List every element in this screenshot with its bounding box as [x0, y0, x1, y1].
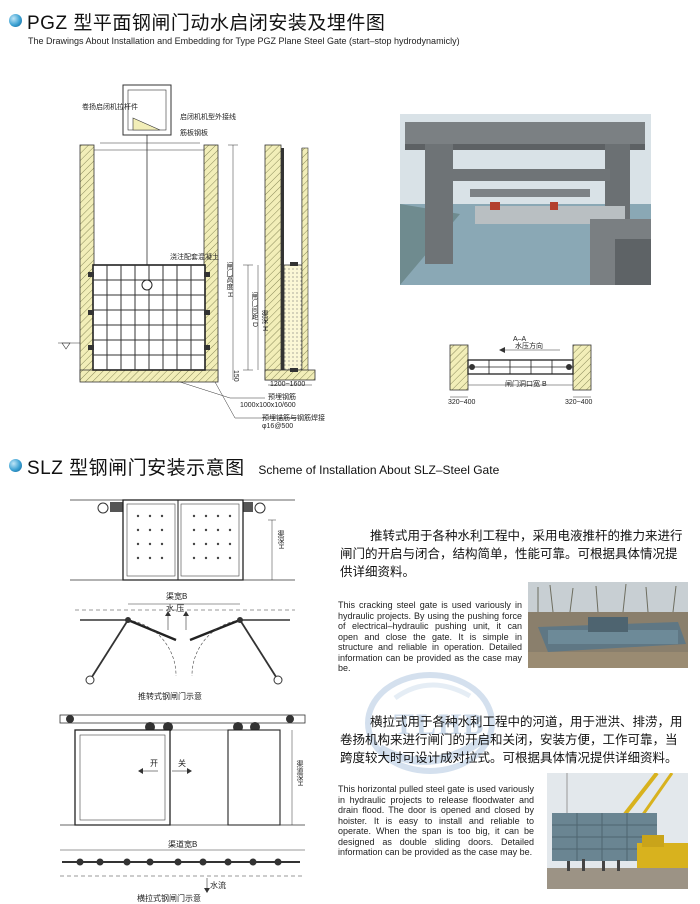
label-channel-depth: 渠深 H — [261, 310, 268, 331]
sluice-gate-photo — [400, 114, 651, 285]
horizontal-desc-cn: 横拉式用于各种水利工程中的河道，用于泄洪、排涝，用卷扬机构来进行闸门的开启和关闭… — [340, 715, 683, 765]
label-anchor-spec: 1000x100x10/600 — [240, 402, 296, 409]
section-bullet-icon-2 — [9, 459, 22, 472]
horizontal-gate-crane-photo — [547, 773, 688, 889]
label-steel-plate: 筋板钢板 — [180, 130, 208, 137]
label-water-flow: 水流 — [210, 881, 226, 890]
push-turn-gate-photo — [528, 582, 688, 668]
label-dim-left: 320~400 — [448, 399, 476, 406]
label-depth-h: 渠深H — [277, 530, 284, 550]
label-gate-height: 闸门高度 H — [226, 262, 233, 297]
caption-push-turn-gate: 推转式钢闸门示意 — [138, 692, 202, 701]
push-turn-desc-en: This cracking steel gate is used various… — [338, 600, 522, 673]
tlhb-logo-watermark — [365, 672, 495, 774]
horizontal-desc-en: This horizontal pulled steel gate is use… — [338, 784, 534, 857]
slz-title-en: Scheme of Installation About SLZ–Steel G… — [258, 463, 500, 477]
label-depth-h2: 渠道深H — [296, 760, 303, 787]
caption-horizontal-gate: 横拉式钢闸门示意 — [137, 894, 201, 903]
pgz-title: PGZ 型平面钢闸门动水启闭安装及埋件图 — [27, 13, 386, 34]
pgz-subtitle: The Drawings About Installation and Embe… — [28, 36, 460, 46]
label-pile: 预埋锚筋与钢筋焊接 — [262, 415, 325, 422]
label-water-pressure: 水 压 — [166, 604, 185, 613]
label-water-direction: 水压方向 — [515, 343, 543, 350]
label-hoist-rod: 卷扬启闭机拉杆件 — [82, 104, 138, 111]
push-turn-desc-cn: 推转式用于各种水利工程中，采用电液推杆的推力来进行闸门的开启与闭合，结构简单，性… — [340, 529, 683, 579]
section-bullet-icon — [9, 14, 22, 27]
label-opening-b: 闸门洞口宽 B — [505, 381, 547, 388]
label-open: 开 — [150, 759, 158, 768]
slz-title: SLZ 型钢闸门安装示意图 Scheme of Installation Abo… — [27, 453, 499, 480]
watermark-text: TLHB — [394, 708, 486, 741]
label-gate-opening: 闸门间距 D — [251, 292, 258, 327]
label-pile-spec: φ16@500 — [262, 423, 294, 430]
slz-title-cn: SLZ 型钢闸门安装示意图 — [27, 458, 245, 479]
label-channel-width: 渠宽B — [166, 592, 188, 601]
label-dim-right: 320~400 — [565, 399, 593, 406]
label-section-aa: A–A — [513, 336, 527, 343]
label-concrete: 浇注配套混凝土 — [170, 254, 219, 261]
label-anchor: 预埋钢筋 — [268, 394, 296, 401]
label-close: 关 — [178, 759, 186, 768]
label-bottom-value: 150 — [232, 370, 239, 382]
label-hoist-rod2: 启闭机机型外接线 — [180, 114, 236, 121]
label-width-b2: 渠道宽B — [168, 840, 198, 849]
label-span-dim: 1200~1600 — [270, 381, 306, 388]
